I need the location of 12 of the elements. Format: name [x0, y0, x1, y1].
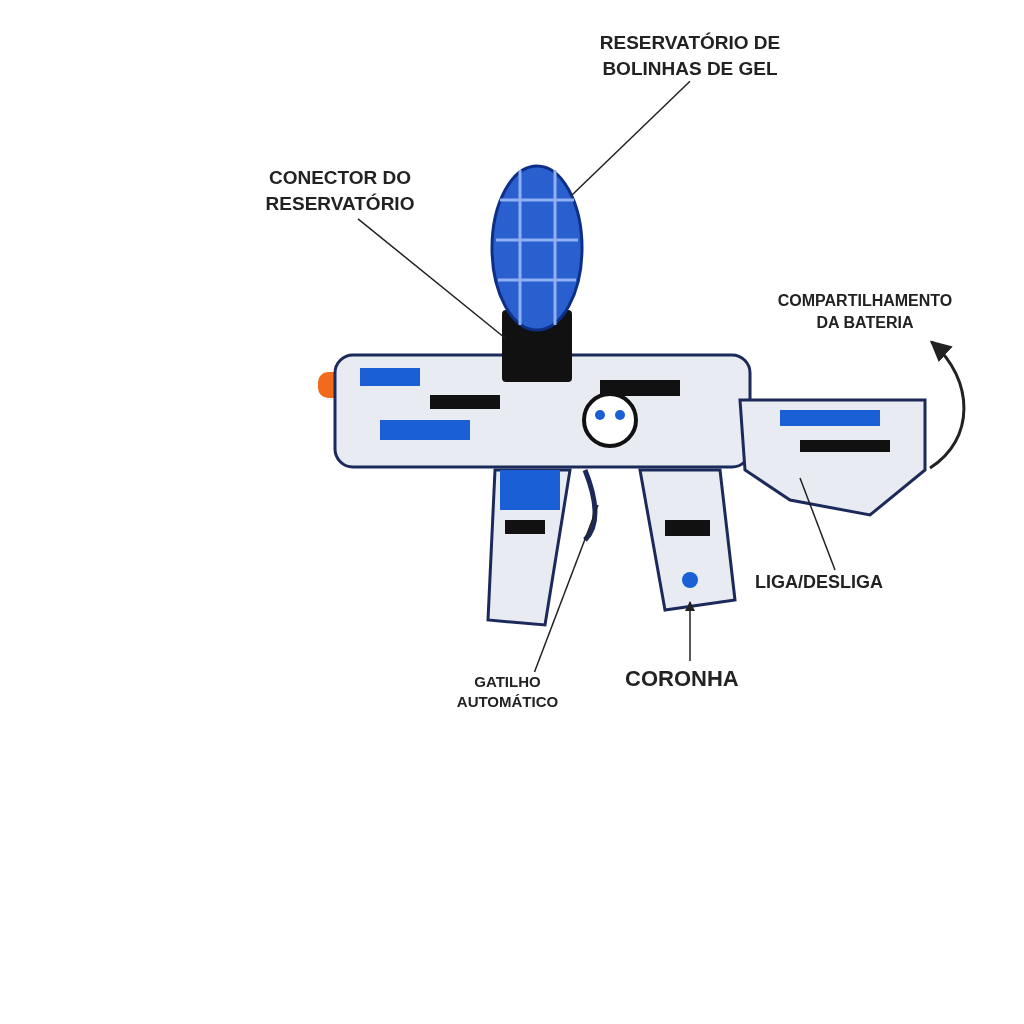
part-label: COMPARTILHAMENTO DA BATERIA — [770, 290, 960, 334]
arrow — [929, 340, 966, 470]
part-label: CORONHA — [625, 664, 755, 694]
leader-line — [533, 504, 599, 673]
part-label: GATILHO AUTOMÁTICO — [440, 672, 575, 713]
part-label: LIGA/DESLIGA — [755, 570, 915, 595]
part-label: CONECTOR DO RESERVATÓRIO — [250, 165, 430, 217]
leader-line — [799, 477, 836, 571]
leader-line — [357, 218, 506, 339]
arrow — [684, 600, 696, 662]
part-label: RESERVATÓRIO DE BOLINHAS DE GEL — [570, 30, 810, 82]
leader-line — [571, 80, 691, 196]
